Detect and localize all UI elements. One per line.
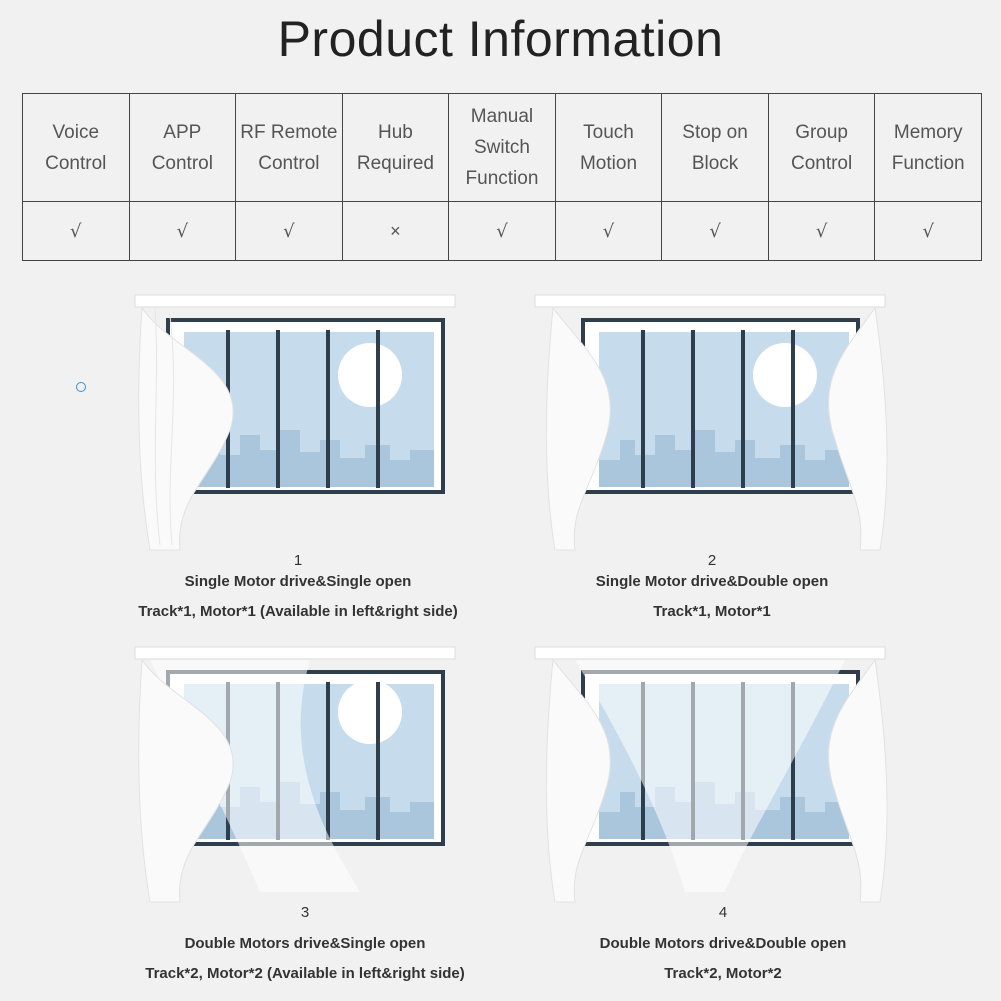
mode-title: Single Motor drive&Double open: [595, 573, 829, 590]
curtain-illustration-double-open: [534, 294, 888, 551]
mode-title: Double Motors drive&Double open: [599, 935, 847, 952]
mode-spec: Track*2, Motor*2: [664, 965, 782, 982]
mode-number: 3: [300, 904, 310, 921]
curtain-illustration-single-open: [134, 646, 456, 903]
page-title: Product Information: [277, 11, 724, 67]
mode-spec: Track*1, Motor*1: [653, 603, 771, 620]
mode-number: 1: [293, 552, 303, 569]
mode-number: 4: [718, 904, 728, 921]
check-icon: √: [22, 201, 130, 261]
check-icon: √: [128, 201, 237, 261]
mode-number: 2: [707, 552, 717, 569]
curtain-illustration-double-open: [534, 646, 888, 903]
mode-spec: Track*1, Motor*1 (Available in left&righ…: [138, 603, 458, 620]
check-icon: √: [235, 201, 343, 261]
mode-panel-3: 3 Double Motors drive&Single open Track*…: [80, 642, 520, 992]
check-icon: √: [554, 201, 663, 261]
feature-value-row: √ √ √ × √ √ √ √ √: [22, 201, 982, 261]
mode-panel-4: 4 Double Motors drive&Double open Track*…: [495, 642, 935, 992]
curtain-illustration-single-open: [134, 294, 456, 551]
mode-title: Single Motor drive&Single open: [184, 573, 412, 590]
check-icon: √: [661, 201, 769, 261]
mode-panel-1: 1 Single Motor drive&Single open Track*1…: [80, 290, 520, 640]
check-icon: √: [767, 201, 876, 261]
check-icon: √: [874, 201, 982, 261]
cross-icon: ×: [341, 201, 450, 261]
check-icon: √: [448, 201, 556, 261]
circle-icon: [76, 382, 86, 392]
mode-panel-2: 2 Single Motor drive&Double open Track*1…: [495, 290, 935, 640]
mode-spec: Track*2, Motor*2 (Available in left&righ…: [145, 965, 465, 982]
mode-title: Double Motors drive&Single open: [184, 935, 426, 952]
